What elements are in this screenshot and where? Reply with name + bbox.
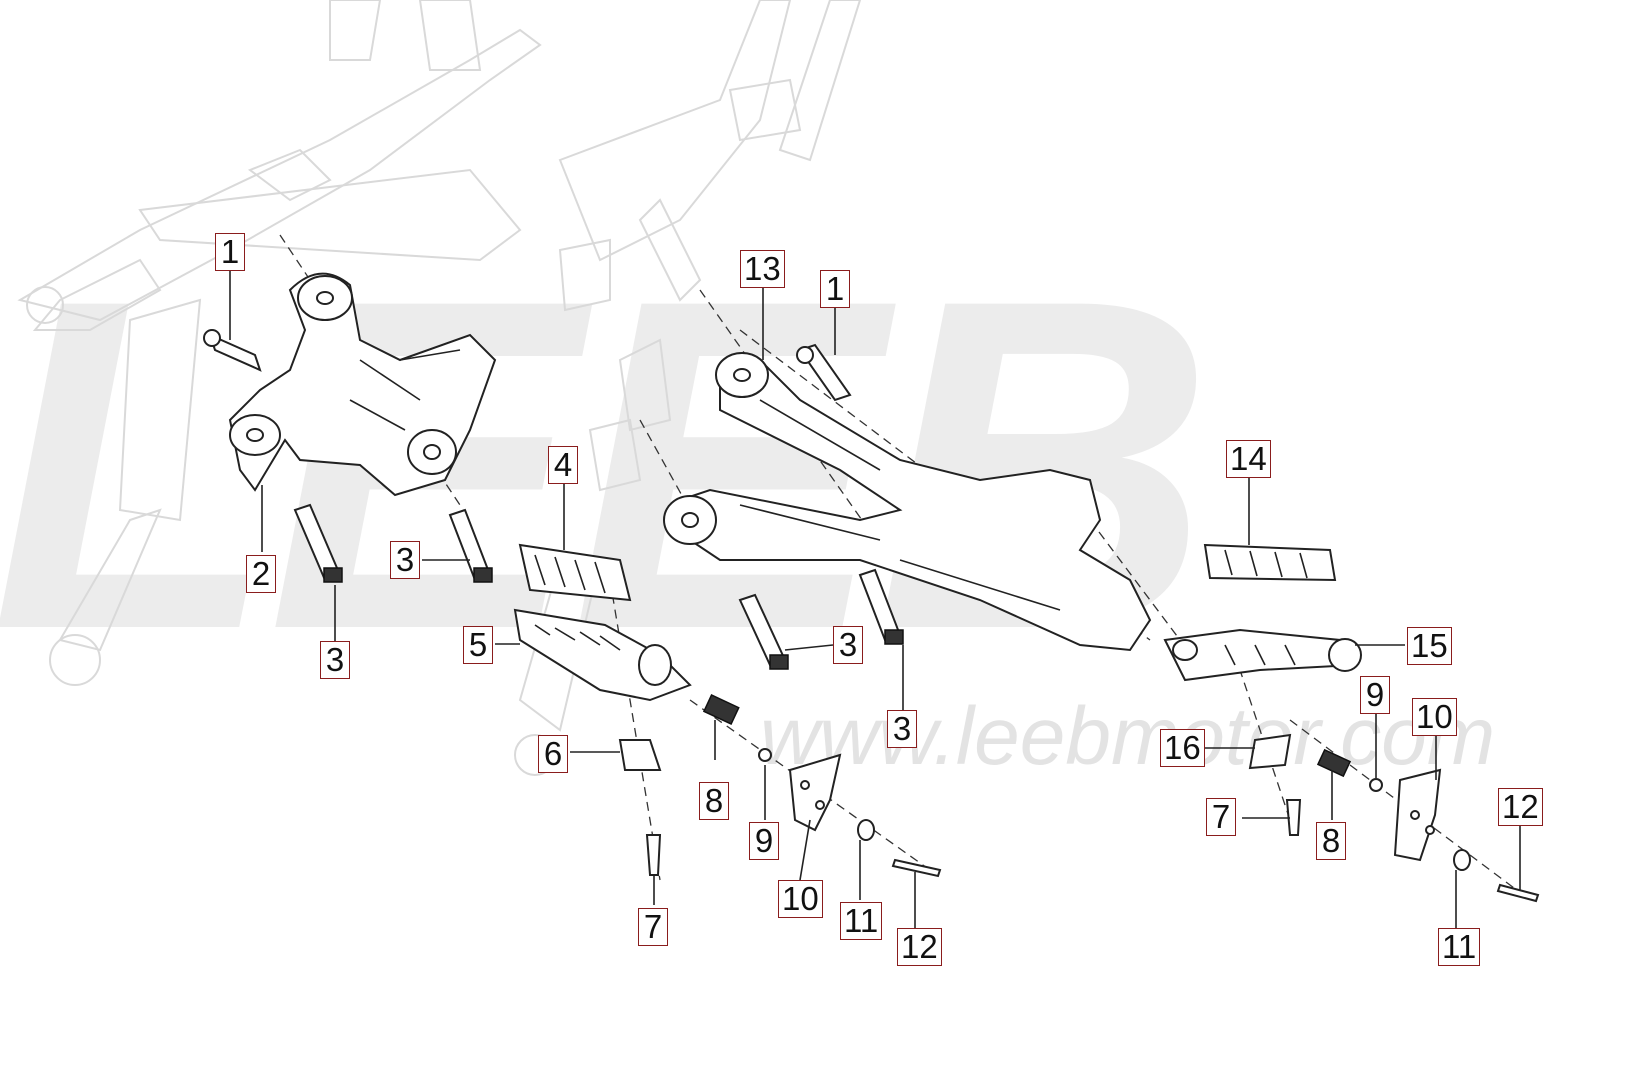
callout-part-2: 2 bbox=[246, 555, 276, 593]
callout-part-8: 8 bbox=[699, 782, 729, 820]
callout-part-3: 3 bbox=[390, 541, 420, 579]
callout-part-13: 13 bbox=[740, 250, 785, 288]
right-footrest-bracket bbox=[663, 352, 1152, 652]
callout-part-3: 3 bbox=[833, 626, 863, 664]
left-footpeg bbox=[513, 543, 692, 702]
callout-part-1: 1 bbox=[820, 270, 850, 308]
callout-part-9: 9 bbox=[1360, 676, 1390, 714]
callout-part-11: 11 bbox=[840, 902, 883, 940]
callout-part-16: 16 bbox=[1160, 729, 1205, 767]
left-bolts bbox=[203, 329, 493, 583]
callout-part-8: 8 bbox=[1316, 822, 1346, 860]
callout-part-7: 7 bbox=[1206, 798, 1236, 836]
callout-part-9: 9 bbox=[749, 822, 779, 860]
right-footpeg bbox=[1163, 543, 1362, 682]
callout-part-3: 3 bbox=[887, 710, 917, 748]
right-small-parts bbox=[1248, 733, 1540, 903]
frame-outline bbox=[17, 0, 862, 776]
callout-part-12: 12 bbox=[897, 928, 942, 966]
callout-part-7: 7 bbox=[638, 908, 668, 946]
callout-part-1: 1 bbox=[215, 233, 245, 271]
callout-part-15: 15 bbox=[1407, 627, 1452, 665]
callout-part-4: 4 bbox=[548, 446, 578, 484]
callout-part-14: 14 bbox=[1226, 440, 1271, 478]
callout-part-12: 12 bbox=[1498, 788, 1543, 826]
left-small-parts bbox=[618, 694, 942, 878]
leader-lines bbox=[229, 270, 1521, 930]
callout-part-5: 5 bbox=[463, 626, 493, 664]
left-footrest-bracket bbox=[228, 272, 497, 497]
callout-part-3: 3 bbox=[320, 641, 350, 679]
callout-part-10: 10 bbox=[778, 880, 823, 918]
right-bolts bbox=[738, 343, 904, 670]
callout-part-6: 6 bbox=[538, 735, 568, 773]
callout-part-10: 10 bbox=[1412, 698, 1457, 736]
callout-part-11: 11 bbox=[1438, 928, 1481, 966]
brand-watermark: LEEB bbox=[0, 202, 1213, 727]
